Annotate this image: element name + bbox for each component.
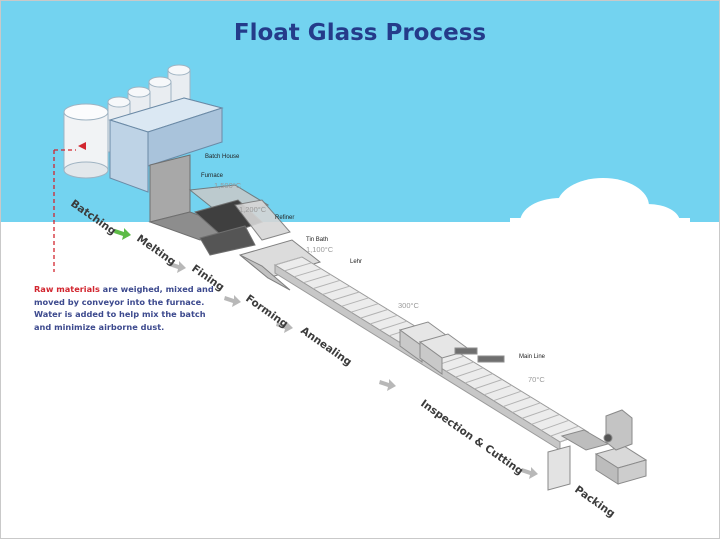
refiner-label: Refiner (275, 215, 294, 221)
page-title: Float Glass Process (233, 20, 487, 46)
conveyor-roller (445, 361, 474, 372)
refiner-unit (234, 199, 291, 241)
step-forming-label: Forming (243, 293, 290, 331)
green-arrow-icon (114, 228, 131, 240)
raw-materials-note: Raw materials are weighed, mixed and mov… (34, 283, 224, 333)
batch-house-label: Batch House (205, 154, 240, 160)
conveyor-roller (350, 303, 379, 313)
arrow-icon (169, 261, 186, 273)
conveyor-roller (521, 408, 551, 419)
furnace-label: Furnace (201, 173, 224, 179)
lehr-label: Lehr (350, 259, 362, 265)
conveyor-roller (531, 414, 560, 425)
main-line-temperature: 70°C (528, 375, 545, 384)
packing-station (547, 409, 648, 491)
refiner-temperature: 1,200°C (239, 205, 267, 214)
conveyor-roller (331, 291, 360, 301)
note-highlight: Raw materials (34, 284, 100, 294)
conveyor-roller (474, 379, 503, 390)
tin-bath-label: Tin Bath (306, 237, 328, 243)
grey-step-arrows (169, 261, 538, 479)
note-text: are weighed, mixed and moved by conveyor… (34, 284, 214, 332)
step-melting-label: Melting (134, 233, 178, 269)
conveyor-roller (540, 419, 570, 431)
arrow-icon (521, 467, 538, 479)
big-silo (63, 103, 109, 179)
conveyor-roller (284, 262, 312, 272)
arrow-icon (379, 379, 396, 391)
conveyor-roller (274, 256, 303, 266)
conveyor-roller (322, 285, 350, 295)
conveyor-roller (502, 396, 531, 408)
conveyor-roller (303, 274, 331, 284)
conveyor-roller (455, 367, 484, 378)
main-line-label: Main Line (519, 354, 546, 360)
conveyor-roller (464, 373, 493, 384)
lehr-temperature: 300°C (398, 301, 420, 310)
pointer-arrow-icon (78, 142, 86, 150)
conveyor-roller (341, 297, 369, 307)
arrow-icon (276, 321, 293, 333)
step-packing-label: Packing (572, 484, 617, 520)
tin-bath-unit (238, 239, 322, 291)
conveyor-roller (312, 279, 341, 290)
step-annealing-label: Annealing (298, 325, 354, 369)
furnace-temperature: 1,500°C (214, 181, 242, 190)
arrow-icon (224, 295, 241, 307)
conveyor-roller (379, 320, 408, 331)
conveyor-roller (360, 309, 388, 319)
conveyor-roller (512, 402, 541, 413)
conveyor-roller (293, 268, 322, 278)
conveyor-roller (369, 314, 398, 325)
conveyor-roller (550, 425, 579, 437)
tin-bath-temperature: 1,100°C (306, 245, 334, 254)
cloud-shape (510, 178, 690, 246)
batch-house-building (108, 97, 224, 193)
conveyor-roller (493, 390, 522, 402)
conveyor-roller (483, 384, 512, 396)
annealing-stations (398, 321, 505, 375)
